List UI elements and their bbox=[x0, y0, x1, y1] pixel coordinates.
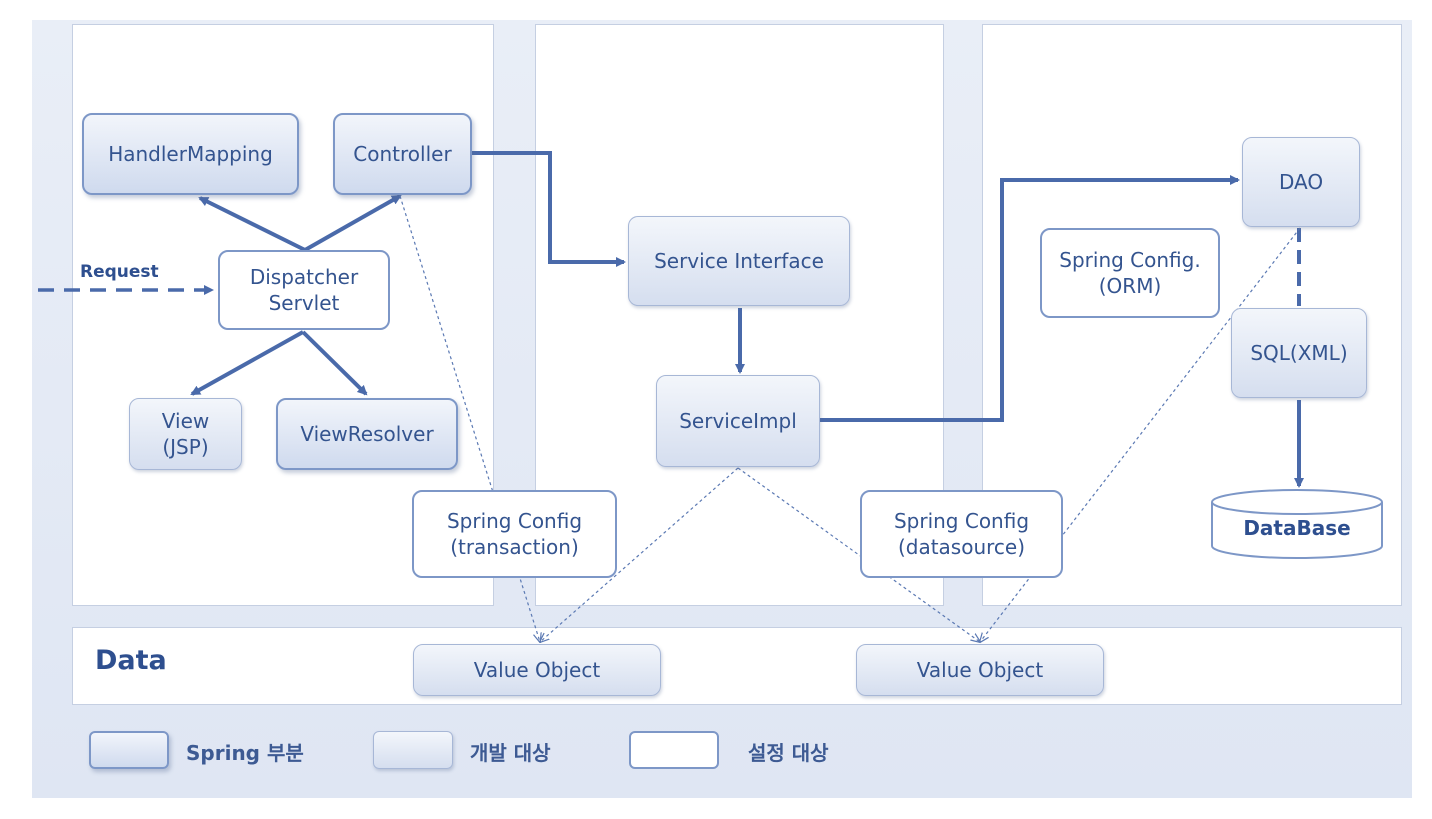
handlermapping-box: HandlerMapping bbox=[82, 113, 299, 195]
spring-config-orm-box: Spring Config. (ORM) bbox=[1040, 228, 1220, 318]
view-jsp-box: View (JSP) bbox=[129, 398, 242, 470]
legend-dev-label: 개발 대상 bbox=[470, 741, 551, 765]
legend-config-label: 설정 대상 bbox=[748, 741, 829, 765]
serviceimpl-box: ServiceImpl bbox=[656, 375, 820, 467]
request-label: Request bbox=[80, 262, 159, 282]
legend-dev-swatch bbox=[373, 731, 453, 769]
legend-spring-label: Spring 부분 bbox=[186, 741, 304, 765]
dao-box: DAO bbox=[1242, 137, 1360, 227]
value-object-box-2: Value Object bbox=[856, 644, 1104, 696]
data-layer-panel bbox=[72, 627, 1402, 705]
dispatcher-servlet-box: Dispatcher Servlet bbox=[218, 250, 390, 330]
sql-xml-box: SQL(XML) bbox=[1231, 308, 1367, 398]
legend-spring-swatch bbox=[89, 731, 169, 769]
database-label: DataBase bbox=[1243, 516, 1351, 540]
spring-config-datasource-box: Spring Config (datasource) bbox=[860, 490, 1063, 578]
controller-box: Controller bbox=[333, 113, 472, 195]
data-layer-label: Data bbox=[95, 645, 167, 676]
legend-config-swatch bbox=[629, 731, 719, 769]
spring-config-transaction-box: Spring Config (transaction) bbox=[412, 490, 617, 578]
viewresolver-box: ViewResolver bbox=[276, 398, 458, 470]
value-object-box-1: Value Object bbox=[413, 644, 661, 696]
service-interface-box: Service Interface bbox=[628, 216, 850, 306]
